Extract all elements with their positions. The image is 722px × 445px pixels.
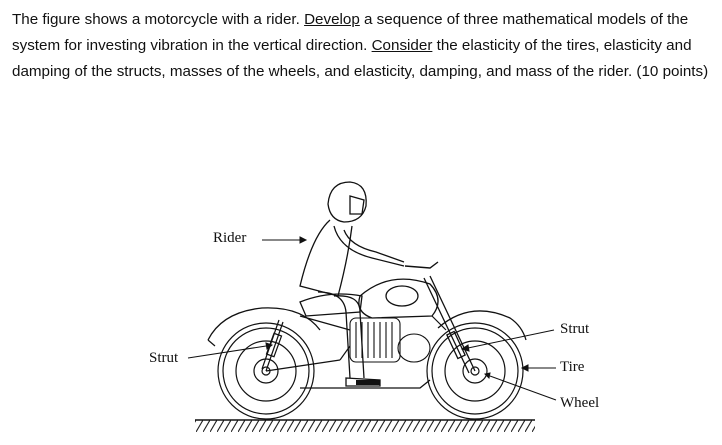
ground: [195, 419, 535, 432]
swing-arm: [265, 359, 341, 372]
exhaust: [300, 379, 431, 389]
question-part-3: the elasticity of the tires, elasticity …: [12, 37, 709, 80]
front-strut: [423, 275, 476, 374]
tire-label: Tire: [560, 359, 585, 375]
seat: [299, 293, 363, 317]
question-text: The figure shows a motorcycle with a rid…: [12, 7, 716, 85]
rider-label: Rider: [213, 230, 247, 246]
rear-fender: [207, 307, 321, 341]
fuel-tank: [358, 278, 439, 319]
question-part-2: a sequence of three mathematical models …: [12, 11, 689, 54]
consider-keyword: Consider: [371, 37, 433, 54]
footpeg: [356, 380, 380, 385]
handlebar: [404, 261, 439, 269]
strut-right-label: Strut: [560, 321, 590, 337]
question-part-1: The figure shows a motorcycle with a rid…: [12, 11, 305, 28]
wheel-label: Wheel: [560, 395, 600, 411]
rider: [299, 181, 405, 387]
front-wheel: [426, 322, 524, 420]
strut-left-label: Strut: [149, 350, 179, 366]
frame: [299, 315, 447, 361]
front-fender: [437, 310, 527, 341]
leader-lines: [187, 236, 557, 401]
develop-keyword: Develop: [304, 11, 360, 28]
